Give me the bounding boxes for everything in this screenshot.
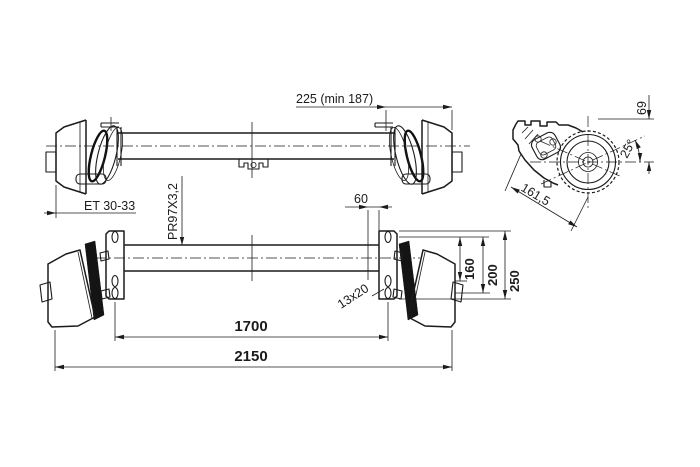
rubber-cord [540, 151, 548, 159]
mount-slot [384, 274, 392, 288]
dim-top-height: 69 [598, 95, 654, 174]
left-drum-assembly [39, 240, 111, 328]
tube-profile-label: PR97X3,2 [166, 183, 180, 240]
dim-160-label: 160 [462, 258, 477, 280]
dim-69-label: 69 [635, 101, 649, 115]
brake-lever [401, 173, 431, 185]
dim-arm-length: 161,5 [504, 153, 589, 232]
dim-slot-pitches: 160 200 250 [399, 230, 522, 300]
left-mounting-bracket [105, 230, 125, 300]
center-clamp-bracket [238, 122, 269, 178]
dim-2150-label: 2150 [234, 348, 267, 365]
dim-200-label: 200 [485, 264, 500, 286]
dim-225-label: 225 (min 187) [296, 92, 373, 106]
brake-drum [47, 249, 96, 328]
slot-size-label: 13x20 [335, 281, 371, 311]
dim-et-label: ET 30-33 [84, 199, 135, 213]
mount-slot [111, 230, 119, 244]
mount-slot [111, 274, 119, 288]
brake-drum [407, 249, 456, 328]
right-brake-drum [401, 119, 463, 195]
spacer [393, 250, 404, 262]
dim-250-label: 250 [507, 270, 522, 292]
dim-wheel-offset: ET 30-33 [44, 185, 136, 218]
dim-overall-length: 2150 [54, 330, 453, 371]
label-slot-size: 13x20 [335, 281, 385, 312]
dim-arm-angle: 25° [617, 137, 643, 163]
rubber-cord [534, 135, 542, 143]
backing-plate-edge [398, 240, 419, 321]
torsion-tube-profile [530, 131, 562, 161]
spacer [392, 288, 403, 300]
dim-1700-label: 1700 [234, 318, 267, 335]
torsion-bracket [512, 120, 584, 188]
side-view: 69 25° 161,5 [504, 95, 654, 232]
hub-cap [451, 151, 463, 173]
right-brake-backing-plate [388, 125, 425, 185]
brake-lever [75, 173, 107, 185]
rubber-cord [549, 138, 557, 146]
dim-bracket-offset: 60 [345, 192, 392, 280]
dim-hub-face-distance: 225 (min 187) [296, 92, 453, 131]
front-view: 225 (min 187) ET 30-33 PR97X3,2 [44, 92, 470, 245]
axle-tube [118, 132, 394, 160]
label-tube-profile: PR97X3,2 [166, 176, 185, 245]
hub-cap [45, 151, 57, 173]
dim-161-label: 161,5 [518, 181, 552, 209]
right-end-flange [374, 122, 396, 166]
arm-axis [539, 140, 623, 178]
left-brake-drum [45, 119, 107, 195]
spacer [99, 250, 110, 262]
axle-tube [124, 244, 379, 272]
plan-view: 60 13x20 1700 2150 [39, 192, 522, 371]
left-brake-backing-plate [87, 125, 124, 185]
mount-slot [384, 286, 392, 300]
backing-plate-edge [84, 240, 105, 321]
right-drum-assembly [392, 240, 464, 328]
dim-60-label: 60 [354, 192, 368, 206]
dim-bracket-spacing: 1700 [114, 302, 389, 341]
mount-slot [111, 286, 119, 300]
drum-face [556, 130, 620, 194]
spacer [100, 288, 111, 300]
mount-slot [384, 230, 392, 244]
hub-cap [39, 281, 53, 303]
